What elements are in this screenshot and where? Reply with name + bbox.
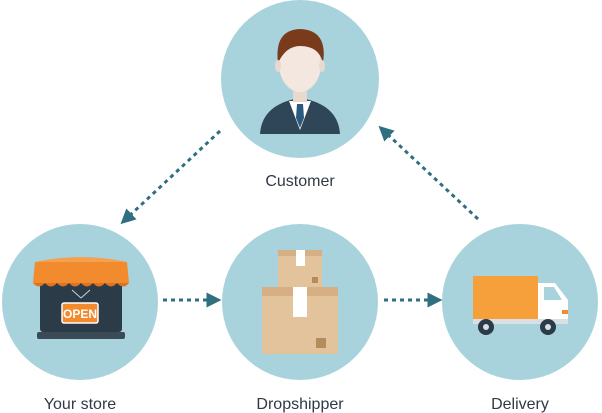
store-node: OPEN bbox=[2, 224, 158, 380]
open-sign-text: OPEN bbox=[63, 307, 97, 321]
truck-icon bbox=[473, 276, 568, 335]
delivery-label: Delivery bbox=[491, 396, 549, 413]
customer-node bbox=[221, 0, 379, 158]
customer-label: Customer bbox=[265, 173, 335, 190]
customer-icon bbox=[260, 29, 340, 134]
delivery-node bbox=[442, 224, 598, 380]
dropshipper-node bbox=[222, 224, 378, 380]
arrow-delivery-to-customer bbox=[378, 125, 480, 221]
store-label: Your store bbox=[44, 396, 116, 413]
storefront-icon: OPEN bbox=[33, 257, 129, 339]
arrow-customer-to-store bbox=[120, 129, 222, 225]
dropshipper-label: Dropshipper bbox=[256, 396, 344, 413]
boxes-icon bbox=[262, 250, 338, 354]
